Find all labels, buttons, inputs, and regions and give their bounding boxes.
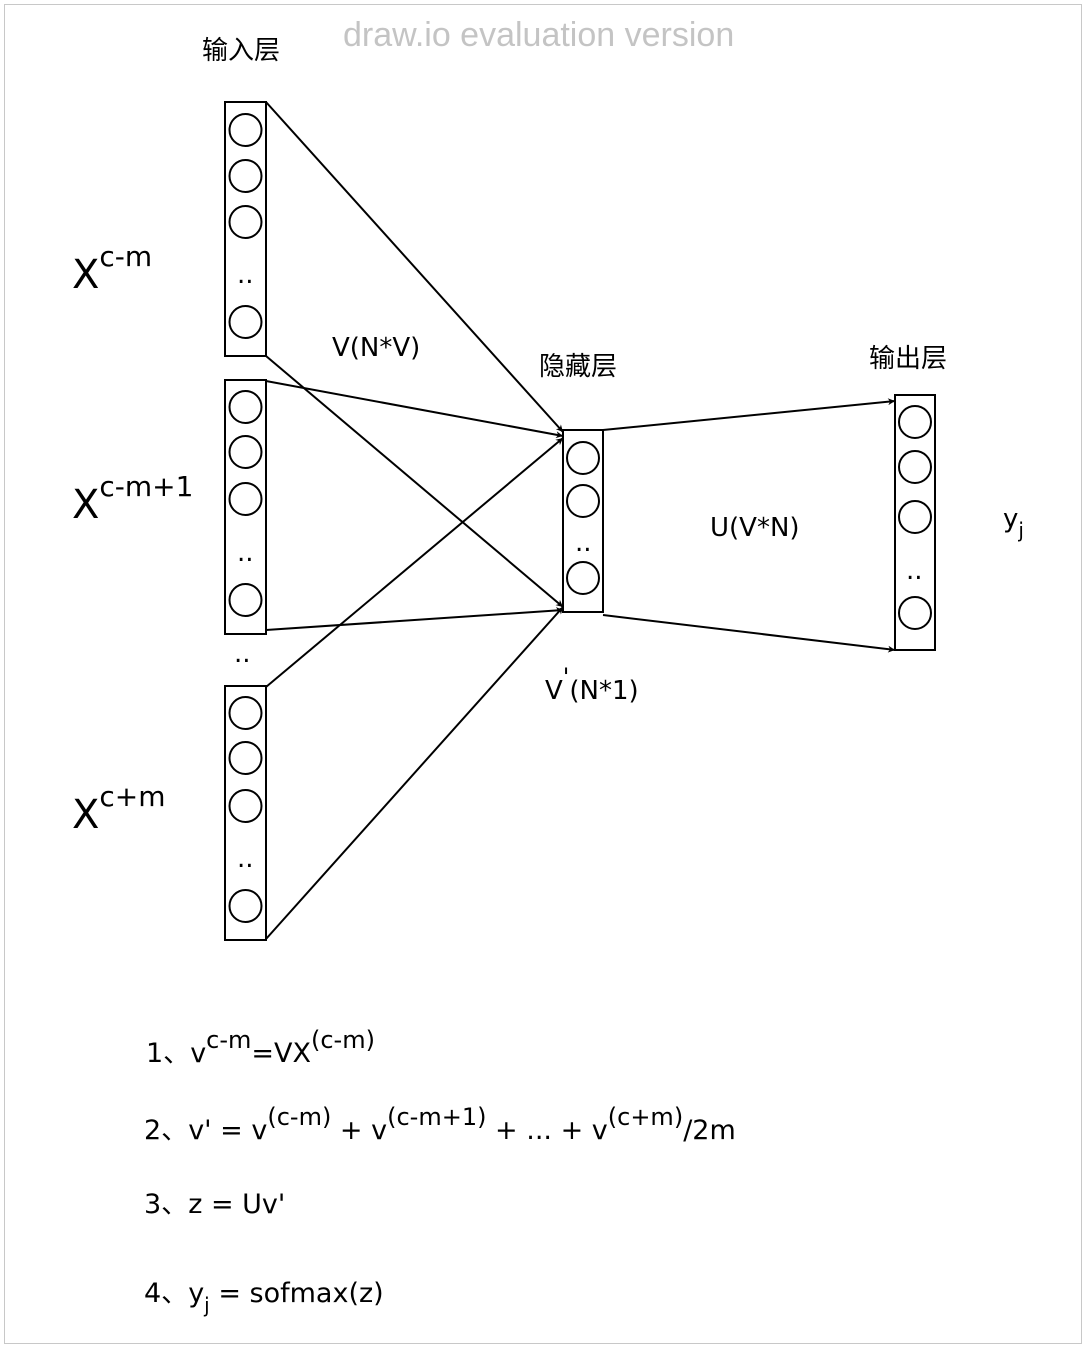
eq1-sup2: (c-m) bbox=[311, 1026, 375, 1054]
arrow-input3-bottom bbox=[265, 606, 564, 940]
equation-1: 1、vc-m=VX(c-m) bbox=[146, 1028, 375, 1069]
equation-2: 2、v' = v(c-m) + v(c-m+1) + ... + v(c+m)/… bbox=[144, 1105, 736, 1146]
eq2-a: v' = v bbox=[188, 1115, 268, 1146]
input-label-c+m: Xc+m bbox=[72, 783, 166, 838]
input-label-base: X bbox=[72, 792, 100, 838]
input-label-c-m: Xc-m bbox=[72, 243, 152, 298]
neuron bbox=[898, 596, 932, 630]
eq2-c: + ... + v bbox=[486, 1115, 608, 1146]
hidden-ellipsis: .. bbox=[575, 528, 592, 558]
arrow-hidden-top bbox=[602, 398, 896, 431]
output-ellipsis: .. bbox=[906, 556, 923, 586]
arrow-input2-bottom bbox=[265, 606, 564, 631]
input3-ellipsis: .. bbox=[237, 844, 254, 874]
output-label-sub: j bbox=[1018, 518, 1024, 542]
input1-ellipsis: .. bbox=[237, 260, 254, 290]
eq2-s1: (c-m) bbox=[267, 1103, 332, 1131]
eq2-d: /2m bbox=[683, 1115, 736, 1146]
output-column bbox=[894, 394, 936, 651]
output-layer-title: 输出层 bbox=[869, 344, 948, 374]
weight-v-label: V(N*V) bbox=[332, 333, 421, 363]
weight-u-label: U(V*N) bbox=[710, 513, 800, 543]
hidden-column bbox=[562, 429, 604, 613]
eq1-number: 1、 bbox=[146, 1038, 191, 1069]
neuron bbox=[228, 889, 263, 923]
eq2-b: + v bbox=[331, 1115, 388, 1146]
eq1-b: =VX bbox=[251, 1038, 311, 1069]
neuron bbox=[228, 113, 263, 147]
eq4-a: y bbox=[188, 1278, 205, 1309]
arrow-hidden-bottom bbox=[602, 614, 896, 653]
neuron bbox=[898, 405, 932, 439]
eq2-number: 2、 bbox=[144, 1115, 189, 1146]
neuron bbox=[228, 205, 263, 239]
input-column-2 bbox=[224, 379, 267, 635]
output-label-base: y bbox=[1003, 504, 1019, 534]
neuron bbox=[898, 500, 932, 534]
input-column-1 bbox=[224, 101, 267, 357]
equation-3: 3、z = Uv' bbox=[144, 1191, 285, 1218]
neuron bbox=[898, 450, 932, 484]
neuron bbox=[228, 789, 263, 823]
vprime-mark: ' bbox=[562, 663, 570, 691]
weight-vprime-label: V'(N*1) bbox=[545, 665, 639, 706]
eq1-a: v bbox=[190, 1038, 207, 1069]
neuron bbox=[228, 583, 263, 617]
diagram-frame bbox=[4, 4, 1082, 1344]
eq4-b: = sofmax(z) bbox=[209, 1278, 384, 1309]
neuron bbox=[228, 305, 263, 339]
eq2-s3: (c+m) bbox=[607, 1103, 684, 1131]
neuron bbox=[228, 696, 263, 730]
arrow-input1-bottom bbox=[265, 355, 564, 608]
input-label-base: X bbox=[72, 252, 100, 298]
neuron bbox=[228, 741, 263, 775]
eq2-s2: (c-m+1) bbox=[387, 1103, 487, 1131]
neuron bbox=[566, 484, 600, 518]
input-layer-title: 输入层 bbox=[202, 36, 281, 66]
input-label-base: X bbox=[72, 482, 100, 528]
eq1-sup1: c-m bbox=[206, 1026, 252, 1054]
eq4-number: 4、 bbox=[144, 1278, 189, 1309]
input-label-sup: c-m+1 bbox=[99, 470, 194, 503]
output-label-yj: yj bbox=[1003, 504, 1024, 540]
neuron bbox=[228, 159, 263, 193]
input-label-sup: c+m bbox=[99, 780, 166, 813]
equation-4: 4、yj = sofmax(z) bbox=[144, 1278, 384, 1315]
arrow-input3-top bbox=[265, 437, 564, 688]
neuron bbox=[228, 482, 263, 516]
watermark: draw.io evaluation version bbox=[343, 16, 735, 54]
vprime-rest: (N*1) bbox=[569, 676, 639, 706]
between-inputs-ellipsis: .. bbox=[234, 639, 251, 669]
neuron bbox=[228, 435, 263, 469]
eq3-text: z = Uv' bbox=[188, 1189, 286, 1220]
arrow-input1-top bbox=[265, 101, 564, 433]
eq4-sub: j bbox=[204, 1293, 210, 1317]
input-column-3 bbox=[224, 685, 267, 941]
input-label-c-m+1: Xc-m+1 bbox=[72, 473, 193, 528]
arrow-input2-top bbox=[265, 380, 564, 439]
input-label-sup: c-m bbox=[99, 240, 153, 273]
eq3-number: 3、 bbox=[144, 1189, 189, 1220]
vprime-base: V bbox=[545, 676, 563, 706]
connections bbox=[265, 101, 896, 940]
input2-ellipsis: .. bbox=[237, 538, 254, 568]
neuron bbox=[566, 441, 600, 475]
neuron bbox=[566, 561, 600, 595]
hidden-layer-title: 隐藏层 bbox=[539, 352, 618, 382]
neuron bbox=[228, 390, 263, 424]
